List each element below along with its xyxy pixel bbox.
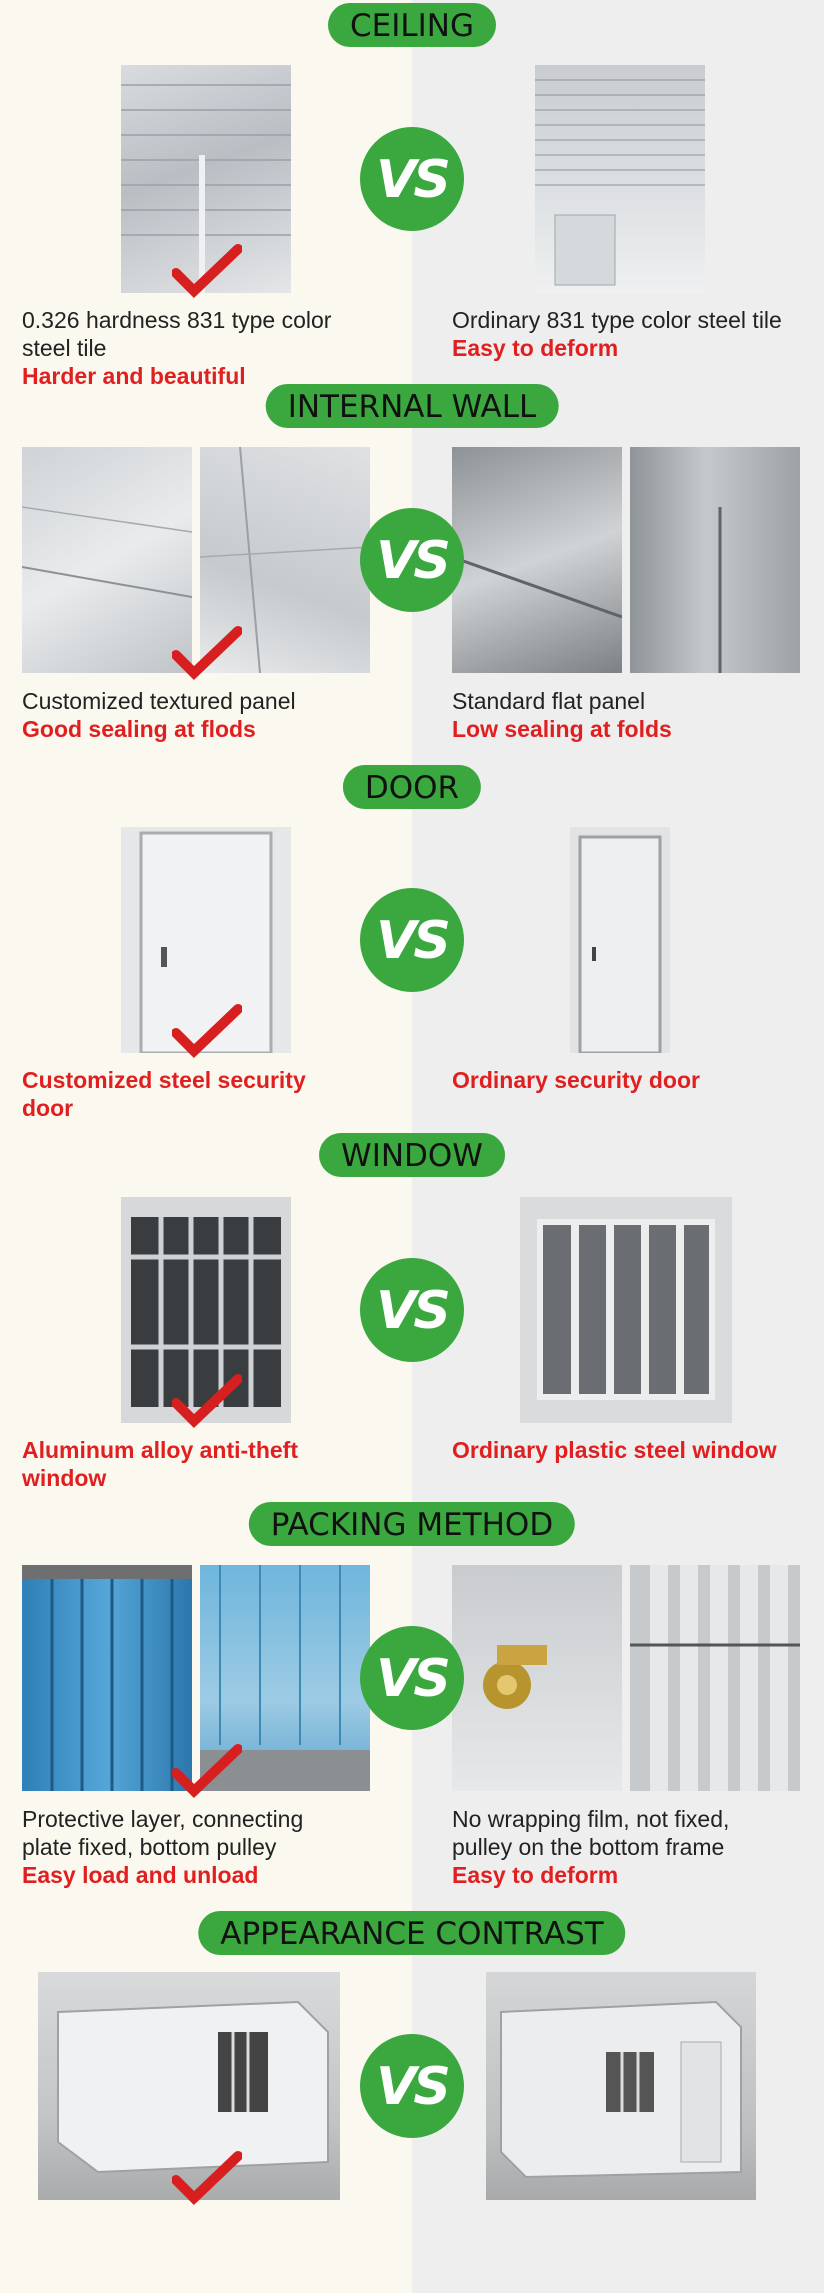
packing-ordinary-photo-2	[630, 1565, 800, 1791]
door-left-desc: Customized steel security door	[22, 1066, 306, 1122]
packing-right-line1: No wrapping film, not fixed,	[452, 1806, 730, 1832]
ceiling-left-line2: steel tile	[22, 335, 107, 361]
door-left-line1: Customized steel security	[22, 1067, 306, 1093]
packing-right-highlight: Easy to deform	[452, 1862, 619, 1888]
section-title-appearance: APPEARANCE CONTRAST	[198, 1911, 626, 1955]
section-title-door: DOOR	[342, 765, 482, 809]
window-right-desc: Ordinary plastic steel window	[452, 1437, 777, 1463]
wall-ordinary-photo-1	[452, 447, 622, 673]
door-custom-photo	[121, 827, 291, 1053]
ceiling-left-desc: 0.326 hardness 831 type color steel tile…	[22, 306, 331, 390]
wall-right-highlight: Low sealing at folds	[452, 716, 672, 742]
ceiling-right-highlight: Easy to deform	[452, 335, 619, 361]
vs-badge: VS	[360, 508, 464, 612]
checkmark-icon	[172, 626, 242, 680]
wall-right-line1: Standard flat panel	[452, 688, 646, 714]
packing-custom-photo-1	[22, 1565, 192, 1791]
door-right-desc: Ordinary security door	[452, 1067, 700, 1093]
section-title-packing: PACKING METHOD	[248, 1502, 576, 1546]
door-ordinary-photo	[570, 827, 670, 1053]
checkmark-icon	[172, 1374, 242, 1428]
wall-left-line1: Customized textured panel	[22, 688, 296, 714]
window-custom-photo	[121, 1197, 291, 1423]
packing-right-line2: pulley on the bottom frame	[452, 1834, 725, 1860]
wall-left-desc: Customized textured panel Good sealing a…	[22, 687, 296, 743]
packing-right-desc: No wrapping film, not fixed, pulley on t…	[452, 1805, 729, 1889]
vs-badge: VS	[360, 127, 464, 231]
window-ordinary-photo	[520, 1197, 732, 1423]
ceiling-left-line1: 0.326 hardness 831 type color	[22, 307, 332, 333]
section-internal-wall: INTERNAL WALL VS Customized textured pan…	[0, 380, 824, 760]
ceiling-left-highlight: Harder and beautiful	[22, 363, 246, 389]
window-left-desc: Aluminum alloy anti-theft window	[22, 1436, 298, 1492]
wall-custom-photo-1	[22, 447, 192, 673]
window-left-line1: Aluminum alloy anti-theft	[22, 1437, 298, 1463]
window-left-line2: window	[22, 1465, 107, 1491]
section-ceiling: CEILING VS 0.326 hardness 831 type color…	[0, 0, 824, 389]
section-window: WINDOW VS Aluminum alloy anti-theft wind…	[0, 1130, 824, 1500]
packing-left-desc: Protective layer, connecting plate fixed…	[22, 1805, 303, 1889]
vs-badge: VS	[360, 1258, 464, 1362]
packing-left-line1: Protective layer, connecting	[22, 1806, 304, 1832]
ceiling-right-desc: Ordinary 831 type color steel tile Easy …	[452, 306, 782, 362]
checkmark-icon	[172, 1744, 242, 1798]
ceiling-right-line1: Ordinary 831 type color steel tile	[452, 307, 782, 333]
checkmark-icon	[172, 244, 242, 298]
ceiling-ordinary-photo	[535, 65, 705, 293]
packing-left-highlight: Easy load and unload	[22, 1862, 259, 1888]
vs-badge: VS	[360, 888, 464, 992]
section-packing-method: PACKING METHOD VS Protective layer, conn…	[0, 1500, 824, 1900]
ceiling-custom-photo	[121, 65, 291, 293]
wall-left-highlight: Good sealing at flods	[22, 716, 256, 742]
section-title-internal-wall: INTERNAL WALL	[265, 384, 559, 428]
section-appearance-contrast: APPEARANCE CONTRAST VS	[0, 1900, 824, 2293]
wall-right-desc: Standard flat panel Low sealing at folds	[452, 687, 672, 743]
vs-badge: VS	[360, 1626, 464, 1730]
section-title-ceiling: CEILING	[328, 3, 496, 47]
vs-badge: VS	[360, 2034, 464, 2138]
section-title-window: WINDOW	[319, 1133, 505, 1177]
wall-ordinary-photo-2	[630, 447, 800, 673]
packing-ordinary-photo-1	[452, 1565, 622, 1791]
appearance-ordinary-photo	[486, 1972, 756, 2200]
checkmark-icon	[172, 2151, 242, 2205]
checkmark-icon	[172, 1004, 242, 1058]
packing-left-line2: plate fixed, bottom pulley	[22, 1834, 277, 1860]
door-left-line2: door	[22, 1095, 74, 1121]
appearance-custom-photo	[38, 1972, 340, 2200]
section-door: DOOR VS Customized steel security door O…	[0, 760, 824, 1130]
